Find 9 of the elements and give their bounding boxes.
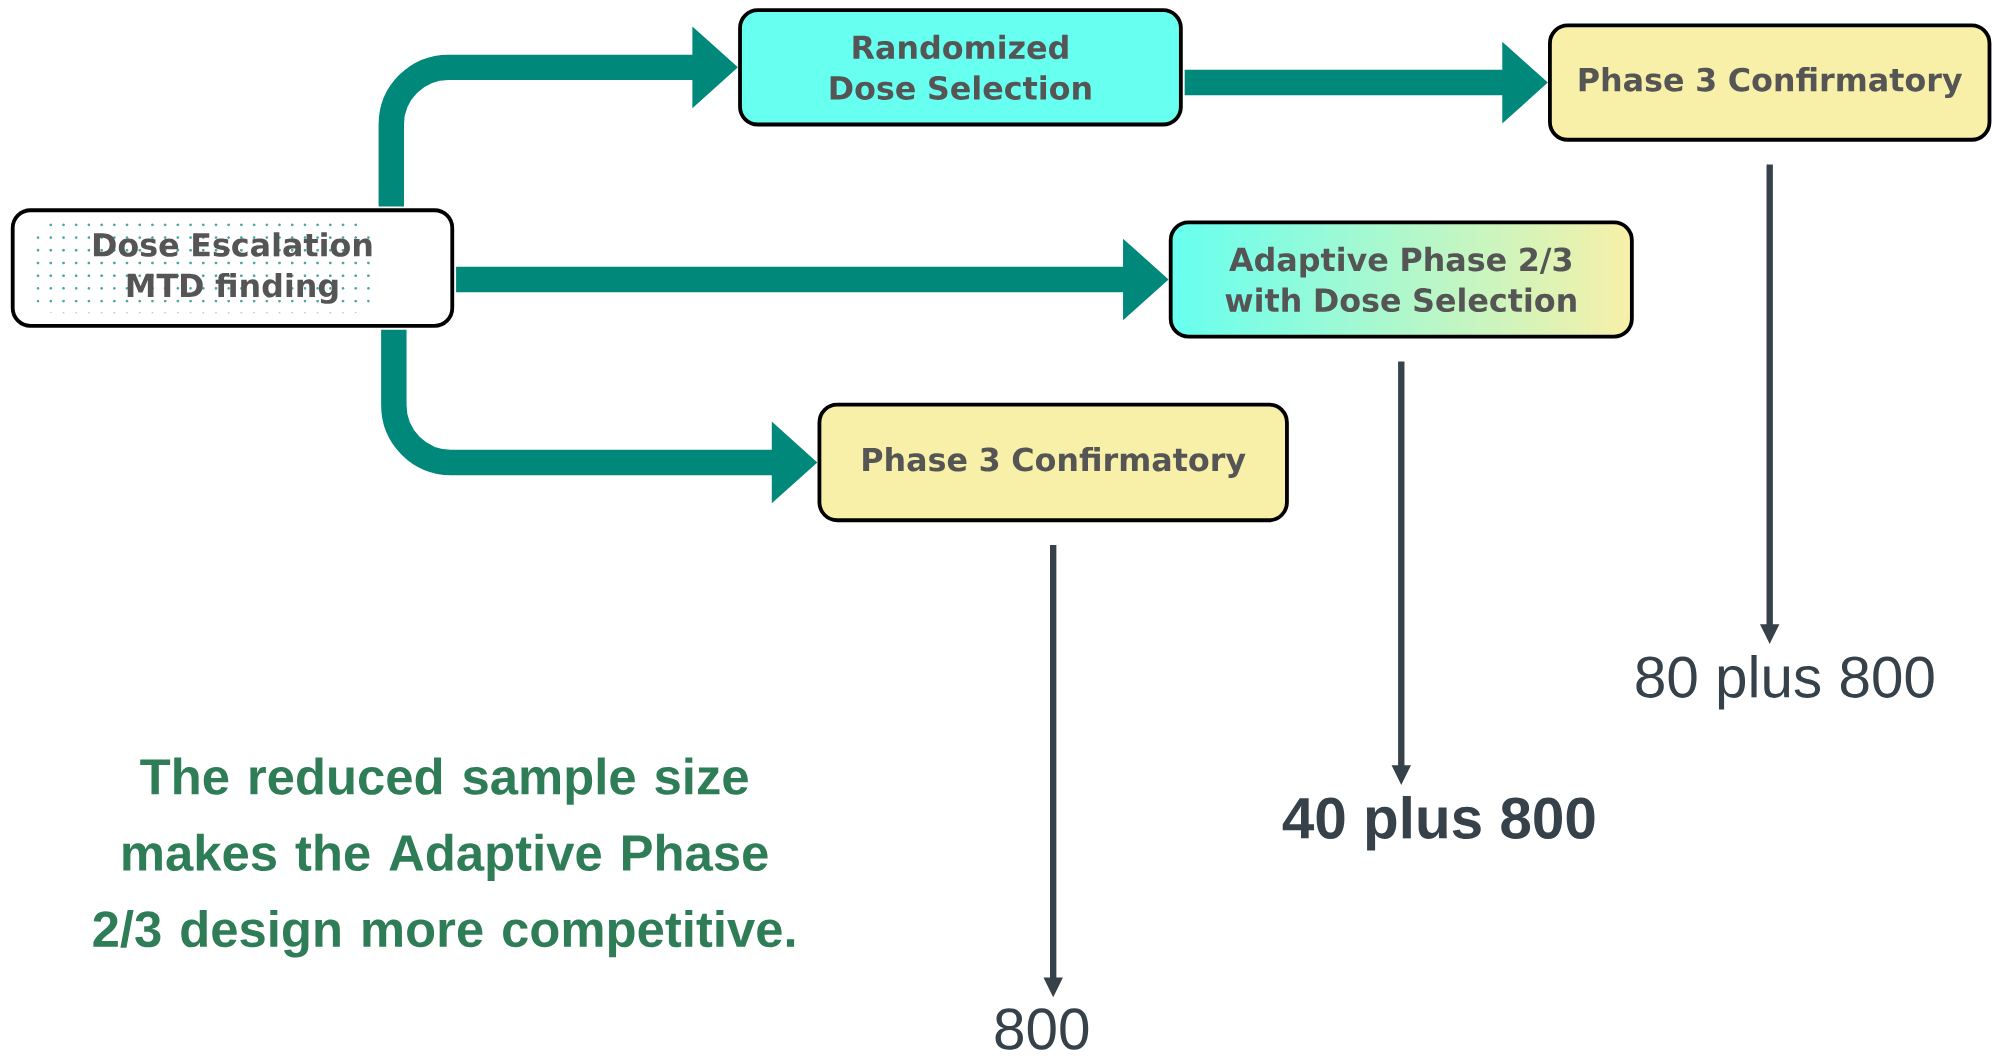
- process-box: Randomized Dose Selection: [738, 8, 1183, 127]
- process-box: Dose Escalation MTD finding: [10, 208, 455, 328]
- sample-size-label: 40 plus 800: [1282, 795, 1595, 851]
- sample-size-label: 800: [995, 1008, 1089, 1050]
- sample-size-label: 80 plus 800: [1636, 654, 1934, 710]
- note-text: The reduced sample size makes the Adaptive Phase 2/3 design more competitive.: [93, 757, 795, 958]
- process-box: Adaptive Phase 2/3 with Dose Selection: [1168, 220, 1634, 339]
- process-box: Phase 3 Confirmatory: [817, 402, 1289, 522]
- process-box: Phase 3 Confirmatory: [1548, 23, 1992, 142]
